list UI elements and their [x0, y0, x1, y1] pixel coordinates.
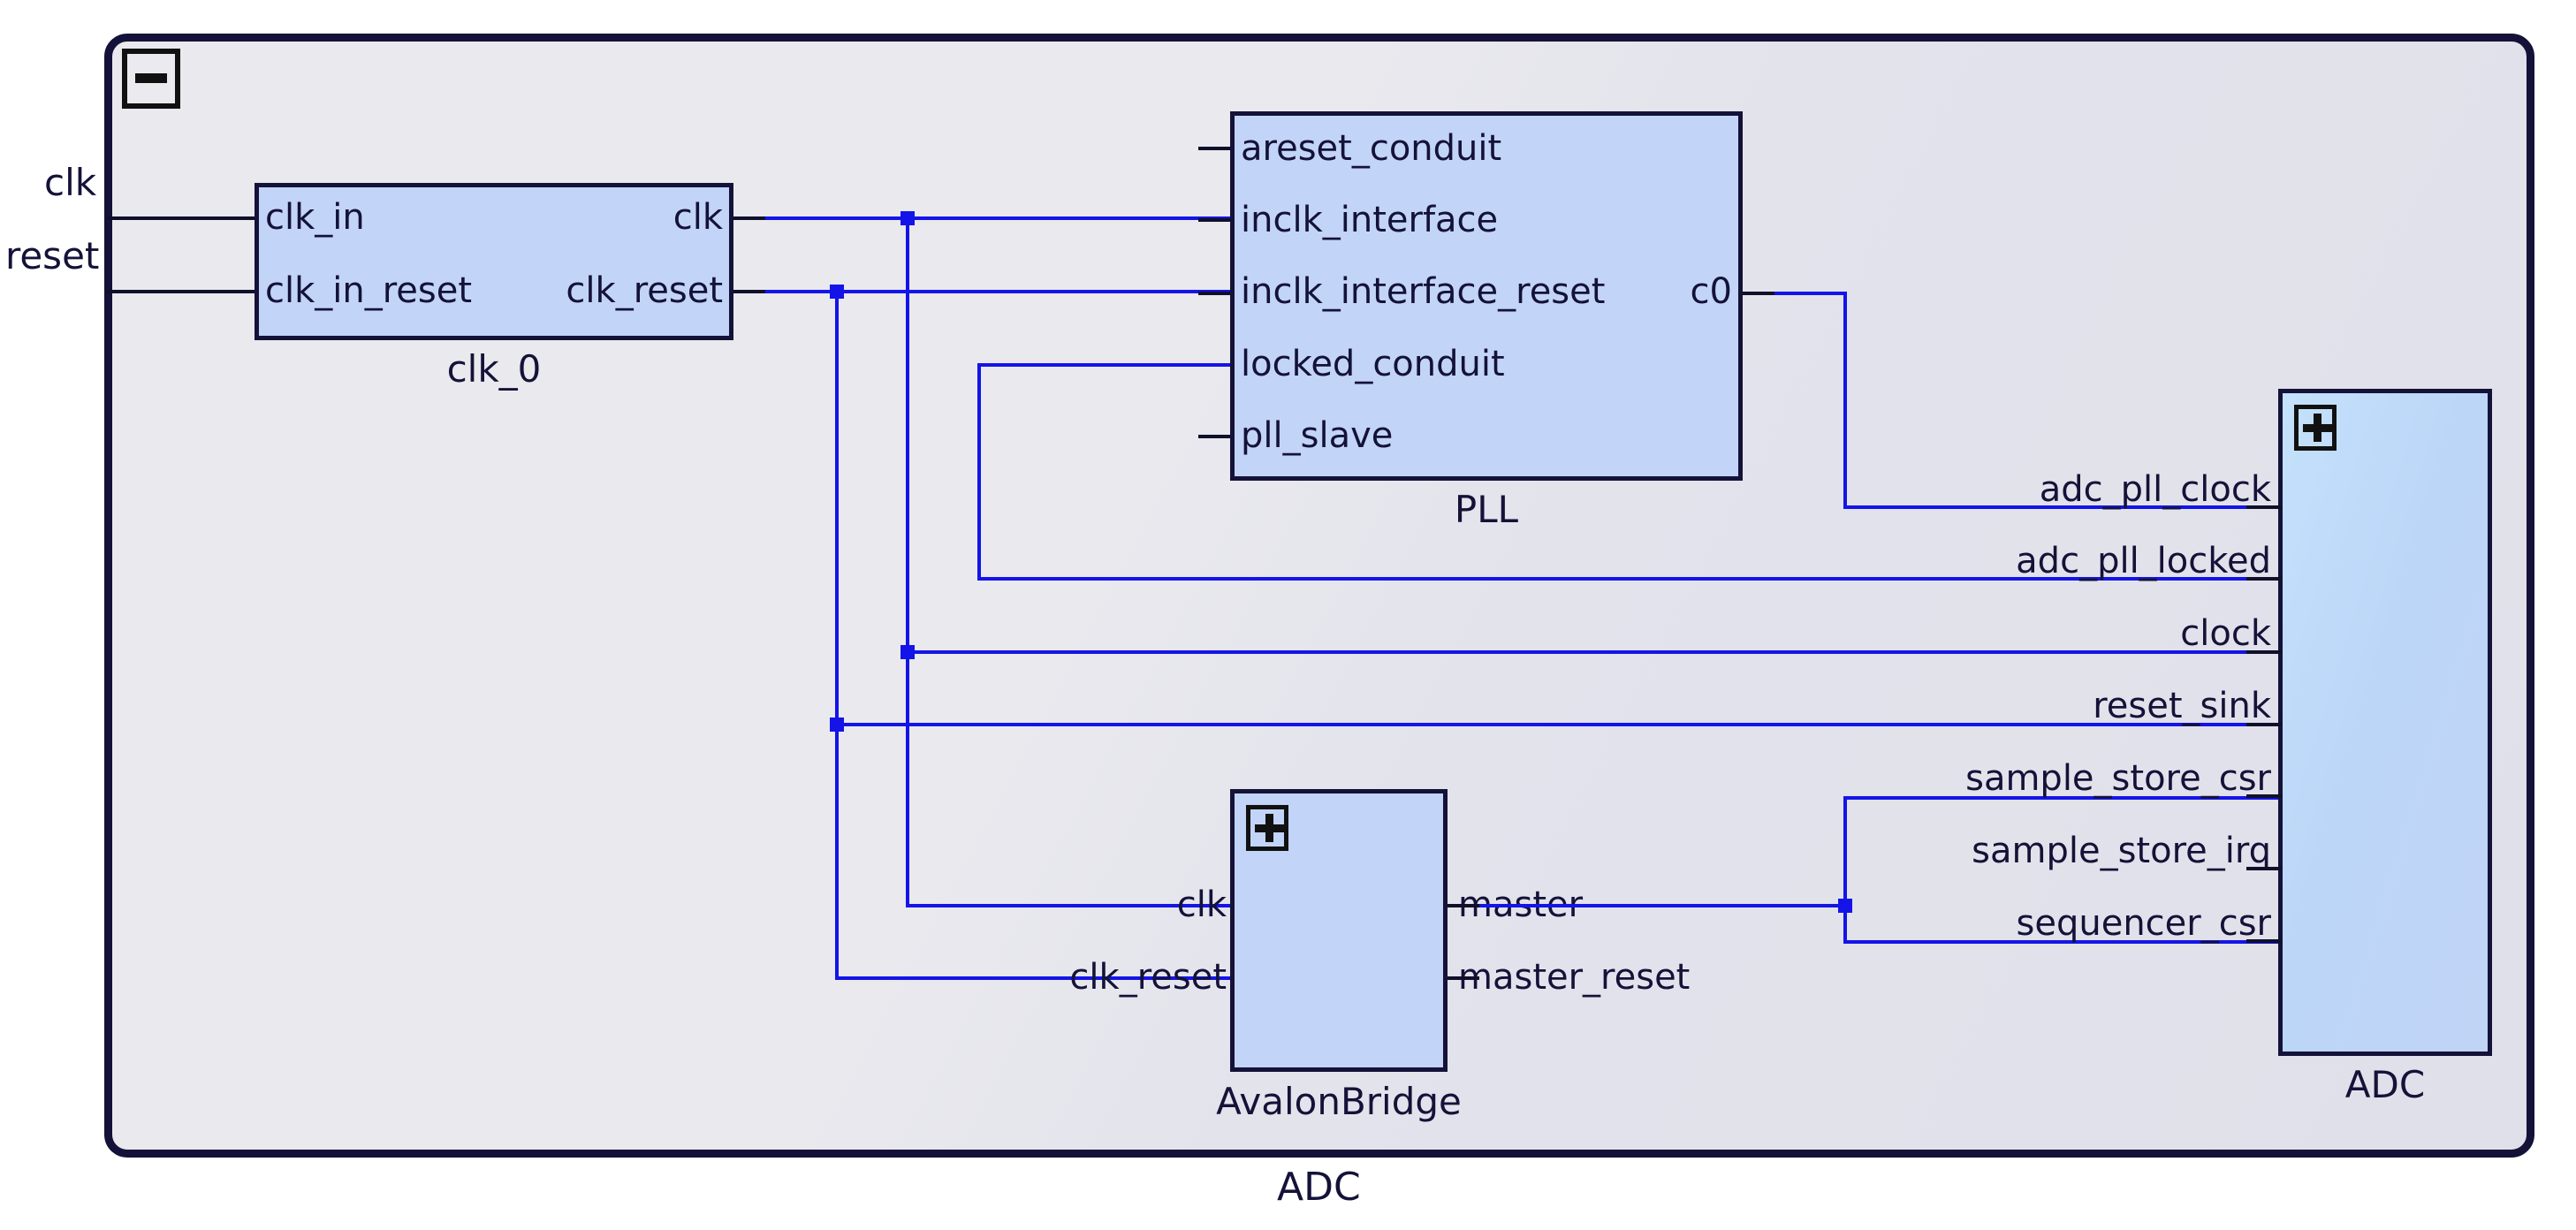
port-pll-inclk-interface-reset: inclk_interface_reset: [1241, 271, 1606, 312]
wire-master-trunk: [1479, 904, 1843, 907]
port-adc-sequencer-csr: sequencer_csr: [2016, 903, 2271, 944]
stub-adc-sequencer-csr: [2246, 939, 2282, 943]
wire-clk-to-adc-clock: [906, 650, 2278, 654]
block-pll[interactable]: [1230, 111, 1743, 481]
stub-clk0-clk-reset-out: [733, 290, 765, 293]
port-clk0-clk-in: clk_in: [265, 197, 365, 238]
wire-ext-clk-stub: [106, 216, 256, 220]
plus-horizontal-bar: [2303, 424, 2332, 432]
stub-clk0-clk-out: [733, 216, 765, 220]
stub-adc-clock: [2246, 650, 2282, 654]
stub-bridge-master: [1448, 904, 1479, 907]
stub-bridge-master-reset: [1448, 976, 1479, 980]
block-adc-title: ADC: [2344, 1063, 2426, 1106]
wire-c0-to-adc: [1843, 505, 2278, 509]
block-clk0-title: clk_0: [446, 347, 542, 391]
external-interface-reset: reset: [5, 234, 100, 277]
junction-reset-adc: [830, 718, 844, 732]
port-adc-reset-sink: reset_sink: [2093, 686, 2271, 726]
wire-clk-trunk: [765, 216, 1231, 220]
stub-pll-areset: [1198, 147, 1230, 150]
minus-icon[interactable]: [122, 49, 180, 109]
wire-ext-reset-stub: [106, 290, 256, 293]
port-bridge-master-reset: master_reset: [1458, 957, 1691, 998]
wire-clk-to-bridge: [906, 904, 1230, 907]
port-adc-sample-store-csr: sample_store_csr: [1965, 758, 2271, 799]
port-pll-pll-slave: pll_slave: [1241, 415, 1394, 456]
wire-clk-drop: [906, 216, 909, 906]
block-avalon-bridge-title: AvalonBridge: [1216, 1080, 1462, 1123]
port-clk0-clk: clk: [672, 197, 723, 238]
wire-locked-to-adc: [977, 577, 2278, 581]
plus-icon[interactable]: [2294, 405, 2337, 451]
stub-adc-adc-pll-clock: [2246, 505, 2282, 509]
block-avalon-bridge[interactable]: [1230, 789, 1448, 1072]
port-pll-locked-conduit: locked_conduit: [1241, 344, 1505, 384]
port-bridge-clk: clk: [1176, 885, 1227, 925]
junction-clk-adc: [900, 645, 915, 659]
plus-horizontal-bar: [1255, 824, 1284, 832]
port-adc-sample-store-irq: sample_store_irq: [1972, 831, 2271, 871]
wire-c0-out: [1774, 292, 1847, 295]
wire-master-riser: [1843, 796, 1847, 941]
block-adc[interactable]: [2278, 389, 2492, 1056]
wire-reset-trunk: [765, 290, 1231, 293]
wire-master-to-sequencer-csr: [1843, 940, 2278, 944]
stub-pll-c0: [1743, 292, 1774, 295]
junction-reset-top: [830, 285, 844, 299]
port-adc-adc-pll-clock: adc_pll_clock: [2039, 469, 2271, 510]
wire-reset-to-adc: [835, 723, 2278, 726]
port-adc-clock: clock: [2180, 613, 2271, 654]
plus-icon[interactable]: [1246, 805, 1288, 851]
wire-c0-drop: [1843, 292, 1847, 507]
wire-reset-drop: [835, 290, 839, 978]
port-adc-adc-pll-locked: adc_pll_locked: [2016, 541, 2271, 581]
port-pll-areset-conduit: areset_conduit: [1241, 128, 1502, 169]
stub-pll-slave: [1198, 435, 1230, 438]
port-clk0-clk-in-reset: clk_in_reset: [265, 270, 473, 311]
block-pll-title: PLL: [1454, 488, 1519, 531]
system-label: ADC: [1277, 1165, 1361, 1210]
port-clk0-clk-reset: clk_reset: [566, 270, 723, 311]
stub-adc-sample-store-csr: [2246, 794, 2282, 798]
port-pll-inclk-interface: inclk_interface: [1241, 200, 1499, 240]
external-interface-clk: clk: [44, 161, 97, 204]
block-clk0[interactable]: [255, 183, 733, 340]
wire-locked-drop: [977, 363, 981, 579]
junction-clk-top: [900, 211, 915, 225]
wire-locked-out: [977, 363, 1230, 367]
wire-reset-to-bridge: [835, 976, 1230, 980]
port-bridge-clk-reset: clk_reset: [1069, 957, 1227, 998]
stub-adc-adc-pll-locked: [2246, 577, 2282, 581]
stub-pll-inclk-reset: [1198, 292, 1230, 295]
wire-master-to-sample-store-csr: [1843, 796, 2278, 800]
junction-master: [1838, 899, 1852, 913]
stub-pll-inclk: [1198, 218, 1230, 222]
port-pll-c0: c0: [1690, 271, 1732, 312]
stub-adc-reset-sink: [2246, 723, 2282, 726]
minus-bar: [135, 73, 167, 83]
stub-adc-sample-store-irq: [2246, 867, 2282, 870]
